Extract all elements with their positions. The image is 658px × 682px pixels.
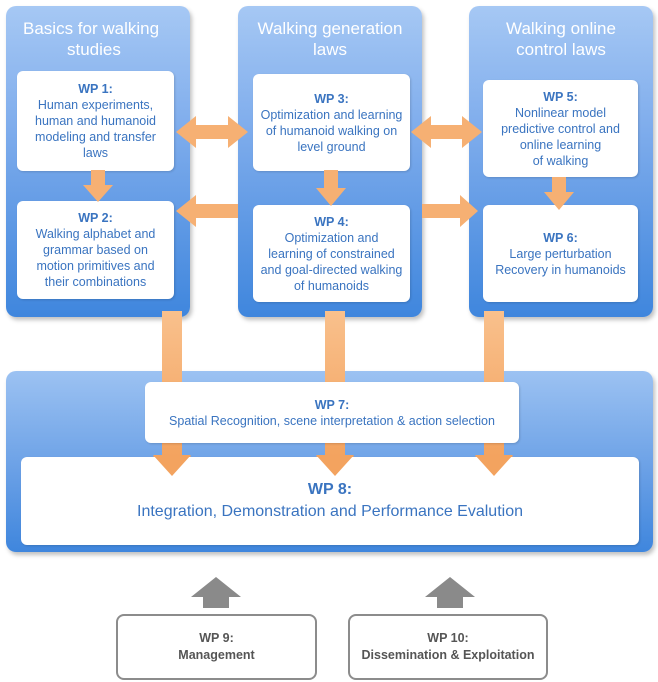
wp2-heading: WP 2: bbox=[78, 211, 113, 225]
column-title-line: laws bbox=[312, 40, 347, 59]
wp7-line: Spatial Recognition, scene interpretatio… bbox=[169, 413, 495, 428]
wp1-line: human and humanoid bbox=[35, 114, 156, 128]
wp3-heading: WP 3: bbox=[314, 91, 349, 106]
wp5-line: of walking bbox=[532, 153, 589, 168]
wp4-line: Optimization and bbox=[284, 230, 379, 245]
wp1-line: laws bbox=[82, 146, 108, 160]
wp4-heading: WP 4: bbox=[314, 214, 349, 229]
wp8-heading: WP 8: bbox=[307, 481, 353, 498]
arrow-wp4-to-wp6 bbox=[422, 195, 478, 227]
column-control-title: Walking online control laws bbox=[469, 18, 653, 60]
column-basics-title: Basics for walking studies bbox=[6, 18, 190, 60]
wp2-line: grammar based on bbox=[43, 243, 148, 257]
wp4-line: of humanoids bbox=[293, 278, 370, 293]
wp1-line: Human experiments, bbox=[37, 98, 154, 112]
wp4-line: learning of constrained bbox=[268, 246, 395, 261]
column-title-line: Basics for walking bbox=[23, 19, 160, 38]
arrowhead-col2 bbox=[316, 455, 354, 476]
up-arrow-wp10 bbox=[425, 577, 475, 608]
wp10-line: Dissemination & Exploitation bbox=[361, 648, 535, 662]
wp6-line: Large perturbation bbox=[509, 246, 612, 261]
column-title-line: studies bbox=[67, 40, 121, 59]
wp3-line: Optimization and learning bbox=[260, 107, 403, 122]
wp6-line: Recovery in humanoids bbox=[495, 262, 626, 277]
arrowhead-col1 bbox=[153, 455, 191, 476]
column-generation-title: Walking generation laws bbox=[238, 18, 422, 60]
wp10-heading: WP 10: bbox=[427, 631, 469, 645]
wp2-line: motion primitives and bbox=[36, 259, 155, 273]
wp2-line: their combinations bbox=[44, 275, 147, 289]
wp5-box: WP 5: Nonlinear model predictive control… bbox=[483, 80, 638, 177]
wp9-box: WP 9: Management bbox=[116, 614, 317, 680]
wp2-box: WP 2: Walking alphabet and grammar based… bbox=[17, 201, 174, 299]
wp10-box: WP 10: Dissemination & Exploitation bbox=[348, 614, 548, 680]
double-arrow-wp3-wp5 bbox=[411, 116, 482, 148]
wp6-box: WP 6: Large perturbation Recovery in hum… bbox=[483, 205, 638, 302]
column-title-line: Walking online bbox=[506, 19, 616, 38]
wp7-heading: WP 7: bbox=[314, 397, 350, 412]
wp4-line: and goal-directed walking bbox=[260, 262, 403, 277]
arrow-wp3-to-wp4 bbox=[316, 170, 346, 206]
arrow-wp5-to-wp6 bbox=[544, 177, 574, 210]
arrow-wp4-to-wp2 bbox=[176, 195, 238, 227]
arrow-wp1-to-wp2 bbox=[83, 170, 113, 202]
double-arrow-wp1-wp3 bbox=[176, 116, 248, 148]
wp1-box: WP 1: Human experiments, human and human… bbox=[17, 71, 174, 171]
column-title-line: Walking generation bbox=[257, 19, 403, 38]
wp2-line: Walking alphabet and bbox=[35, 227, 156, 241]
wp8-line: Integration, Demonstration and Performan… bbox=[137, 503, 523, 520]
wp5-heading: WP 5: bbox=[543, 89, 578, 104]
wp9-line: Management bbox=[178, 648, 255, 662]
wp6-heading: WP 6: bbox=[543, 230, 578, 245]
wp8-box: WP 8: Integration, Demonstration and Per… bbox=[21, 457, 639, 545]
up-arrow-wp9 bbox=[191, 577, 241, 608]
wp3-line: level ground bbox=[297, 139, 366, 154]
wp4-box: WP 4: Optimization and learning of const… bbox=[253, 205, 410, 302]
arrowhead-col3 bbox=[475, 455, 513, 476]
column-title-line: control laws bbox=[516, 40, 606, 59]
wp1-heading: WP 1: bbox=[78, 82, 113, 96]
wp1-line: modeling and transfer bbox=[35, 130, 156, 144]
wp5-line: predictive control and bbox=[501, 121, 620, 136]
wp5-line: online learning bbox=[519, 137, 602, 152]
wp5-line: Nonlinear model bbox=[514, 105, 607, 120]
wp3-line: of humanoid walking on bbox=[265, 123, 398, 138]
wp3-box: WP 3: Optimization and learning of human… bbox=[253, 74, 410, 171]
wp9-heading: WP 9: bbox=[199, 631, 234, 645]
wp7-box: WP 7: Spatial Recognition, scene interpr… bbox=[145, 382, 519, 443]
